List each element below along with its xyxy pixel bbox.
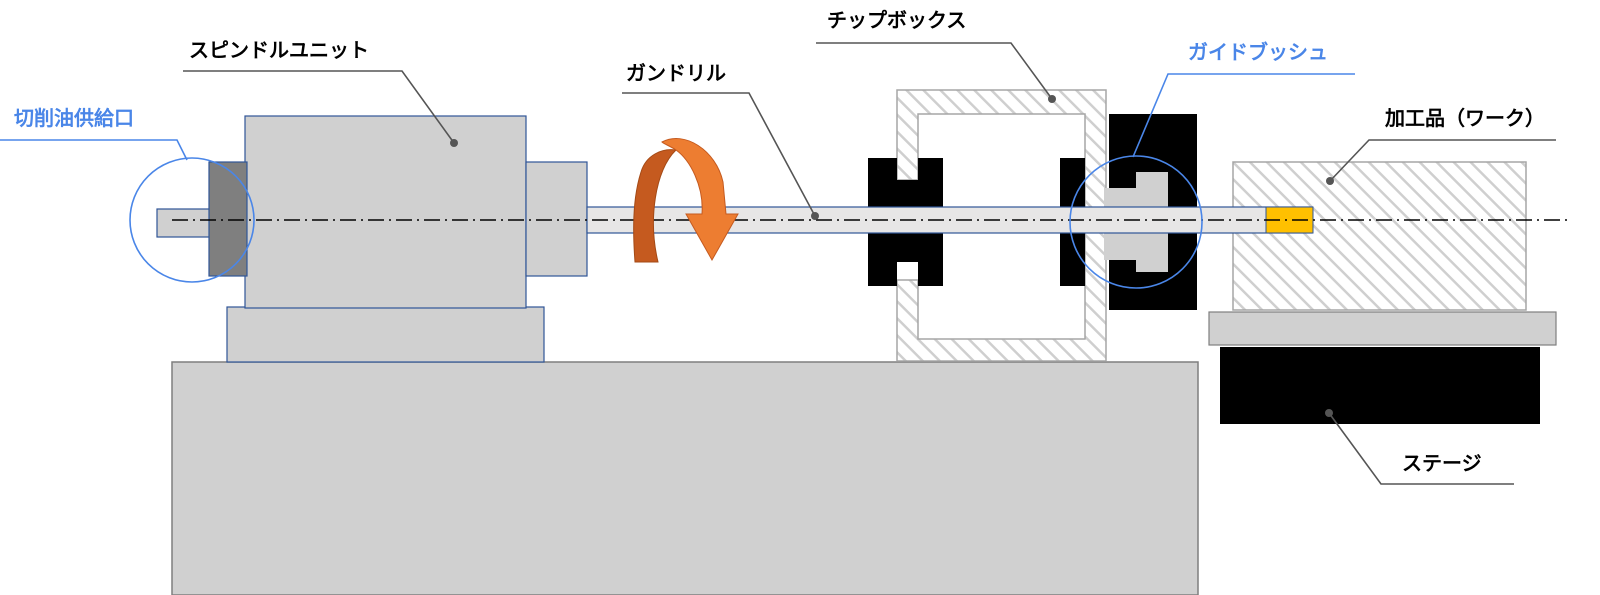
leader-dot-gun-drill [811, 212, 819, 220]
leader-spindle-unit [183, 70, 455, 144]
machine-bed [171, 361, 1199, 595]
leader-gun-drill [622, 92, 816, 217]
label-chip-box: チップボックス [827, 8, 966, 32]
label-workpiece: 加工品（ワーク） [1384, 106, 1545, 130]
leader-stage [1328, 412, 1514, 485]
workpiece [1232, 161, 1527, 311]
spindle-unit [244, 115, 527, 309]
leader-workpiece [1329, 139, 1556, 182]
label-guide-bush: ガイドブッシュ [1188, 40, 1328, 64]
coolant-inlet-highlight [129, 157, 255, 283]
leader-dot-workpiece [1326, 177, 1334, 185]
spindle-collar [525, 161, 588, 277]
stage [1220, 347, 1540, 424]
rotation-arrow-icon [633, 137, 739, 263]
spindle-base [226, 306, 545, 363]
workpiece-table [1208, 311, 1557, 346]
coolant-pipe [156, 208, 213, 238]
leader-guide-bush [1132, 73, 1355, 158]
leader-dot-spindle [450, 139, 458, 147]
leader-dot-stage [1325, 409, 1333, 417]
leader-chip-box [816, 42, 1053, 100]
leader-dot-chip-box [1048, 95, 1056, 103]
label-gun-drill: ガンドリル [626, 61, 726, 85]
label-spindle-unit: スピンドルユニット [189, 38, 369, 62]
guide-bush-highlight [1069, 155, 1203, 289]
label-stage: ステージ [1402, 451, 1482, 475]
label-coolant-inlet: 切削油供給口 [14, 106, 134, 130]
leader-coolant-inlet [0, 139, 188, 161]
